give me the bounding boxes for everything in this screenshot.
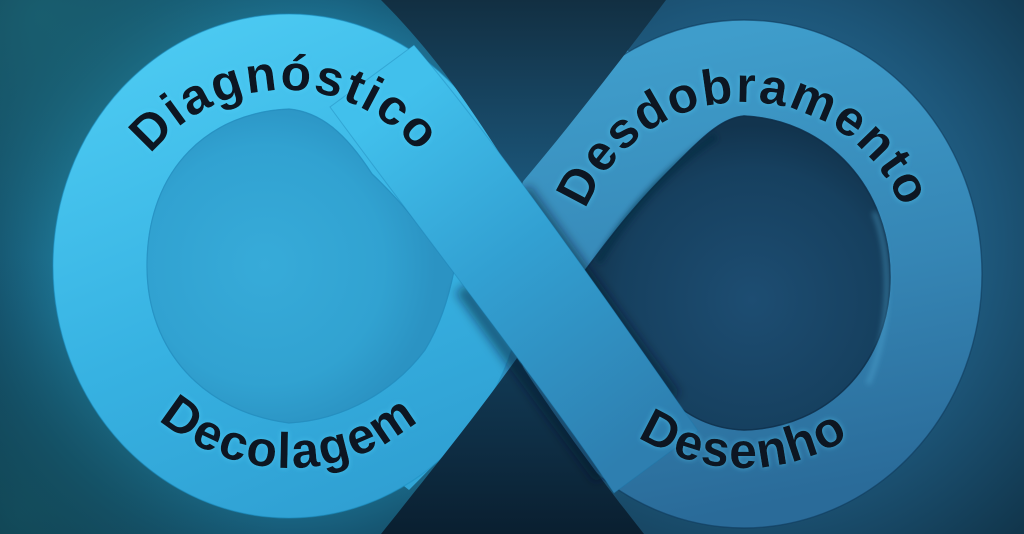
crossing-shadow-lower (455, 283, 609, 483)
background-gap-bottom (381, 358, 644, 534)
background-gap-top (381, 0, 666, 185)
right-hole-bevel-highlight (866, 211, 889, 385)
right-hole-tip-shadow (594, 132, 719, 265)
ribbon-over-band (329, 44, 699, 494)
infinity-ribbon (52, 0, 983, 534)
left-loop-hole (146, 108, 455, 424)
